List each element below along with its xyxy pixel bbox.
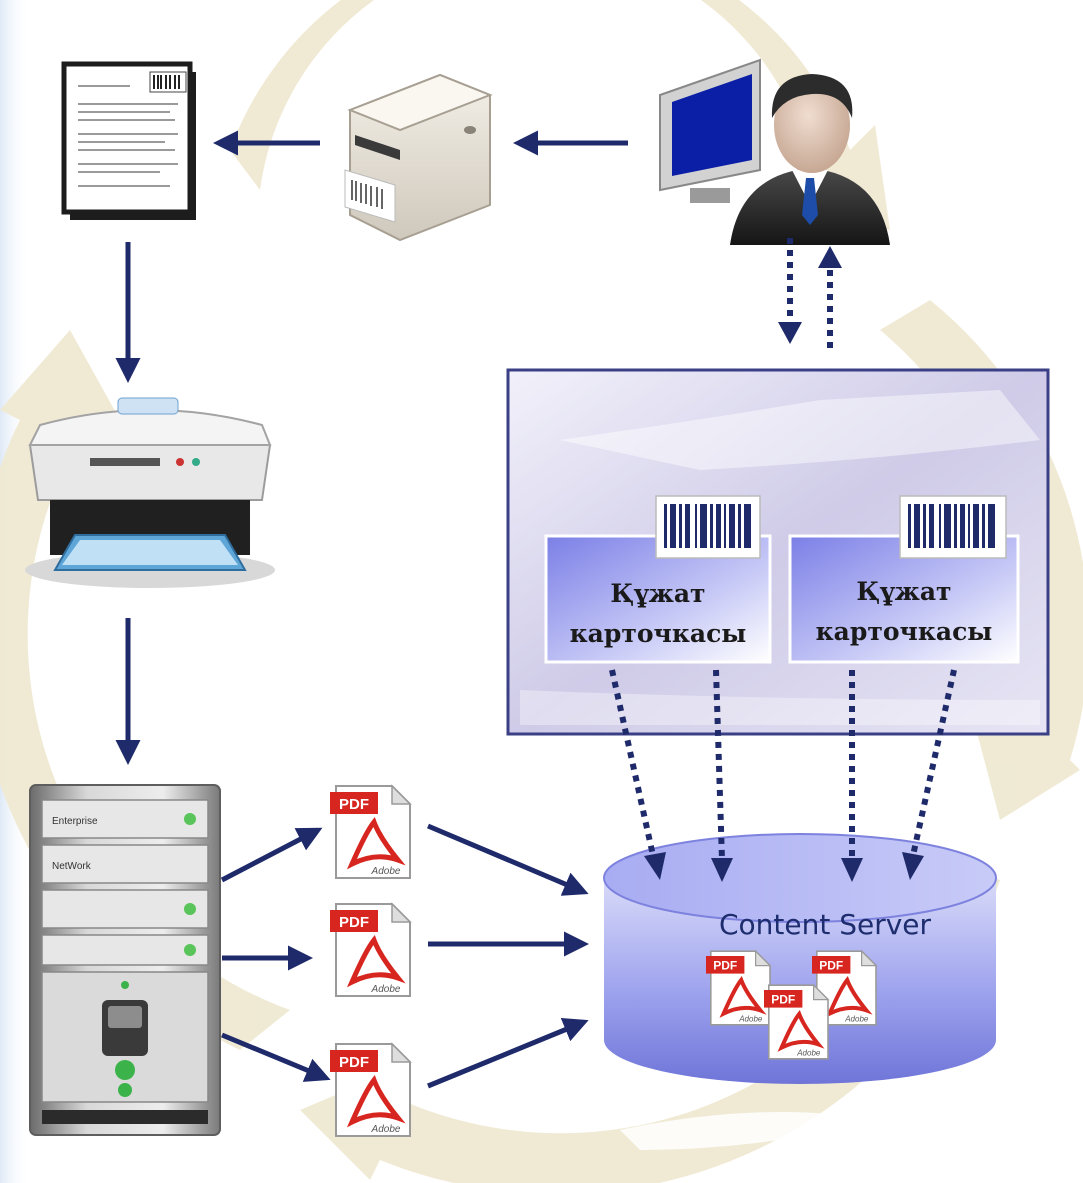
acrobat-logo-icon <box>346 817 406 870</box>
arrow-server-to-pdf-3 <box>221 1032 331 1082</box>
arrow-pdf-3-to-content-server <box>427 1018 589 1089</box>
pdf-badge-text: PDF <box>339 796 369 813</box>
acrobat-logo-icon <box>719 976 767 1018</box>
acrobat-logo-icon <box>346 935 406 988</box>
acrobat-logo-icon <box>825 976 873 1018</box>
adobe-brand-text: Adobe <box>796 1049 821 1058</box>
pdf-badge-text: PDF <box>713 959 737 973</box>
card-2-subtitle: карточкасы <box>816 617 993 646</box>
bottom-smudge <box>620 1112 880 1150</box>
acrobat-logo-icon <box>777 1010 825 1052</box>
document-card-2: Құжат карточкасы <box>788 495 1020 664</box>
scanner-icon <box>25 397 275 588</box>
pdf-badge-text: PDF <box>339 1054 369 1071</box>
pdf-badge-text: PDF <box>819 959 843 973</box>
content-server-label: Content Server <box>719 908 932 941</box>
user-panel-sync-arrows <box>787 238 833 348</box>
arrow-down-to-panel <box>778 322 802 344</box>
adobe-brand-text: Adobe <box>371 866 401 877</box>
pdf-badge-text: PDF <box>339 914 369 931</box>
adobe-brand-text: Adobe <box>738 1015 763 1024</box>
server-rack-icon: Enterprise NetWork <box>29 784 221 1136</box>
arrow-pdf-1-to-content-server <box>427 823 589 896</box>
adobe-brand-text: Adobe <box>371 984 401 995</box>
document-stack-icon <box>61 61 196 220</box>
document-card-1: Құжат карточкасы <box>544 495 772 664</box>
rack-slot-1-label: Enterprise <box>52 816 98 827</box>
server-pdf-2-icon: PDF Adobe <box>812 949 878 1026</box>
flow-arrows <box>115 130 628 1089</box>
server-pdf-1-icon: PDF Adobe <box>706 949 772 1026</box>
card-1-title: Құжат <box>610 579 705 608</box>
pdf-file-1-icon: PDF Adobe <box>330 784 412 879</box>
adobe-brand-text: Adobe <box>844 1015 869 1024</box>
user-at-computer-icon <box>659 58 890 245</box>
acrobat-logo-icon <box>346 1075 406 1128</box>
content-server-database: Content Server <box>603 833 997 1084</box>
arrow-up-to-user <box>818 246 842 268</box>
arrow-server-to-pdf-1 <box>220 827 323 883</box>
rack-slot-2-label: NetWork <box>52 861 92 872</box>
pdf-badge-text: PDF <box>771 993 795 1007</box>
pdf-files: PDFAdobePDFAdobePDFAdobePDFAdobePDFAdobe… <box>330 784 878 1137</box>
card-to-server-arrows <box>609 669 957 861</box>
label-printer-icon <box>344 73 493 242</box>
pdf-file-2-icon: PDF Adobe <box>330 902 412 997</box>
card-1-subtitle: карточкасы <box>570 619 747 648</box>
card-2-title: Құжат <box>856 577 951 606</box>
card-to-server-arrowheads <box>644 852 924 882</box>
server-pdf-3-icon: PDF Adobe <box>764 983 830 1060</box>
pdf-file-3-icon: PDF Adobe <box>330 1042 412 1137</box>
adobe-brand-text: Adobe <box>371 1124 401 1135</box>
